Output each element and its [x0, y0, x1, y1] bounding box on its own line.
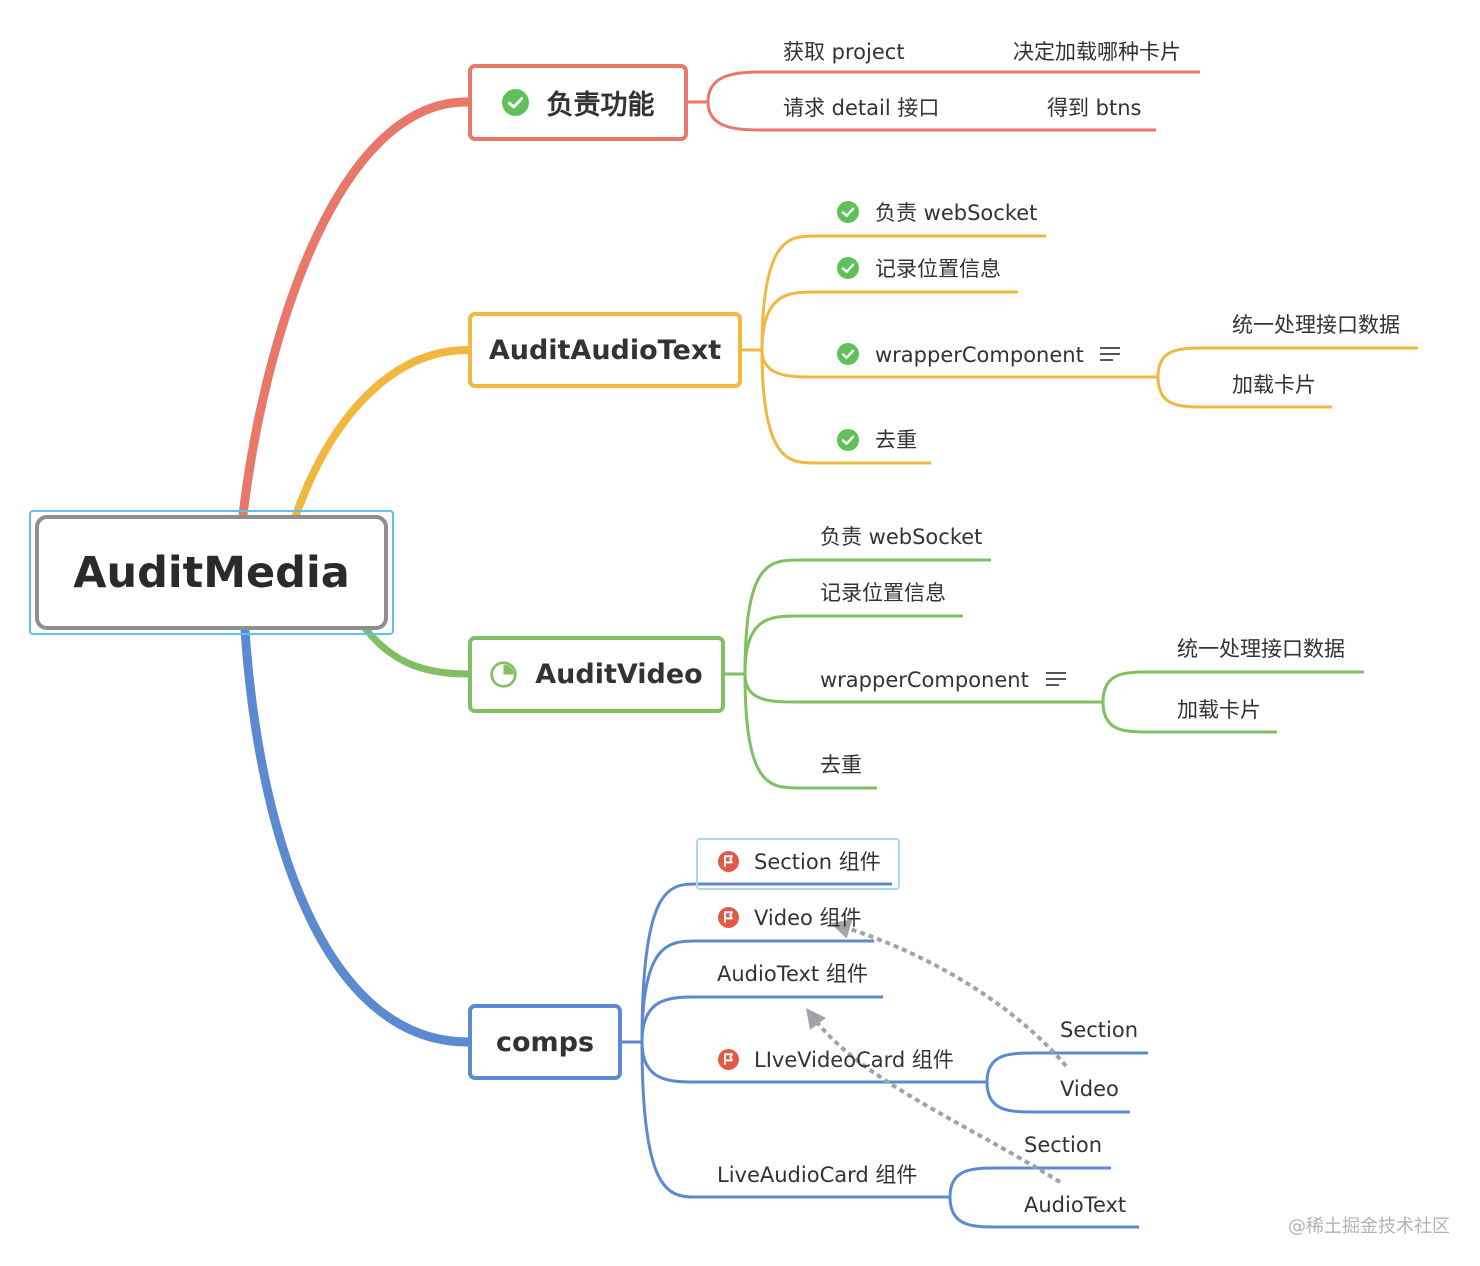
topic-comps-label: comps [495, 1026, 595, 1058]
watermark: @稀土掘金技术社区 [1288, 1216, 1450, 1237]
live-video-child-section[interactable]: Section [1060, 1018, 1139, 1042]
link-responsibility-1 [688, 70, 1200, 104]
comps-item-video[interactable]: Video 组件 [754, 906, 862, 930]
audio-text-item-websocket[interactable]: 负责 webSocket [875, 201, 1038, 225]
link-audio-text-wrapper-1 [1156, 346, 1418, 378]
live-audio-child-audio-text[interactable]: AudioText [1024, 1193, 1127, 1217]
note-lines-icon[interactable] [1100, 346, 1120, 362]
link-live-video-2 [985, 1081, 1130, 1114]
responsibility-item-2[interactable]: 请求 detail 接口 [783, 96, 940, 120]
check-circle-icon [837, 257, 859, 279]
root-branch-comps [240, 625, 473, 1047]
video-item-dedupe[interactable]: 去重 [820, 753, 862, 777]
topic-responsibility[interactable]: 负责功能 [468, 64, 688, 141]
video-item-websocket[interactable]: 负责 webSocket [820, 525, 983, 549]
comps-item-live-audio-card[interactable]: LiveAudioCard 组件 [717, 1163, 918, 1187]
topic-responsibility-label: 负责功能 [546, 90, 655, 121]
audio-text-wrapper-child-1[interactable]: 统一处理接口数据 [1232, 313, 1400, 337]
topic-audit-audio-text-label: AuditAudioText [488, 334, 722, 366]
link-comps-3 [640, 995, 883, 1043]
video-wrapper-child-2[interactable]: 加载卡片 [1177, 698, 1261, 722]
link-live-audio-1 [948, 1166, 1111, 1198]
link-video-2 [743, 614, 963, 675]
relation-arrow-audio-text [805, 1008, 1062, 1184]
root-topic[interactable]: AuditMedia [35, 515, 388, 630]
check-circle-icon [837, 201, 859, 223]
link-video-wrapper-2 [1101, 701, 1277, 734]
audio-text-item-wrapper[interactable]: wrapperComponent [875, 343, 1084, 367]
relation-arrow-video [830, 919, 1068, 1068]
check-circle-icon [837, 429, 859, 451]
root-branch-audio-text [292, 346, 472, 519]
live-audio-child-section[interactable]: Section [1024, 1133, 1103, 1157]
video-item-position[interactable]: 记录位置信息 [820, 581, 946, 605]
link-video-4 [743, 673, 877, 790]
check-circle-icon [501, 89, 529, 116]
link-audio-text-wrapper-2 [1156, 376, 1332, 409]
link-audio-text-4 [760, 349, 931, 465]
link-comps-2 [640, 939, 874, 1043]
link-audio-text-2 [760, 290, 1018, 351]
topic-audit-video-label: AuditVideo [535, 659, 703, 690]
selected-item-outline [696, 838, 900, 890]
live-video-child-video[interactable]: Video [1060, 1077, 1119, 1101]
responsibility-item-2-child[interactable]: 得到 btns [1047, 96, 1142, 120]
progress-quarter-icon [490, 661, 517, 688]
topic-audit-audio-text[interactable]: AuditAudioText [468, 312, 742, 388]
link-live-audio-2 [948, 1196, 1139, 1229]
note-lines-icon[interactable] [1046, 671, 1066, 687]
responsibility-item-1[interactable]: 获取 project [783, 40, 905, 64]
topic-audit-video[interactable]: AuditVideo [468, 636, 725, 713]
root-branch-video [361, 624, 472, 678]
check-circle-icon [837, 343, 859, 365]
video-wrapper-child-1[interactable]: 统一处理接口数据 [1177, 637, 1345, 661]
flag-icon [718, 1049, 739, 1070]
root-topic-label: AuditMedia [73, 547, 350, 598]
flag-icon [718, 851, 739, 872]
comps-item-audio-text[interactable]: AudioText 组件 [717, 962, 868, 986]
audio-text-item-dedupe[interactable]: 去重 [875, 428, 917, 452]
link-comps-5 [640, 1041, 950, 1199]
comps-item-section[interactable]: Section 组件 [754, 850, 881, 874]
link-video-wrapper-1 [1101, 670, 1364, 703]
link-live-video-1 [985, 1051, 1148, 1083]
responsibility-item-1-child[interactable]: 决定加载哪种卡片 [1013, 40, 1181, 64]
audio-text-wrapper-child-2[interactable]: 加载卡片 [1232, 373, 1316, 397]
audio-text-item-position[interactable]: 记录位置信息 [875, 257, 1001, 281]
comps-item-live-video-card[interactable]: LIveVideoCard 组件 [754, 1048, 954, 1072]
root-branch-responsibility [238, 97, 473, 520]
flag-icon [718, 907, 739, 928]
root-selection-outline [29, 510, 394, 635]
link-responsibility-2 [706, 101, 1156, 132]
topic-comps[interactable]: comps [468, 1004, 622, 1080]
video-item-wrapper[interactable]: wrapperComponent [820, 668, 1029, 692]
